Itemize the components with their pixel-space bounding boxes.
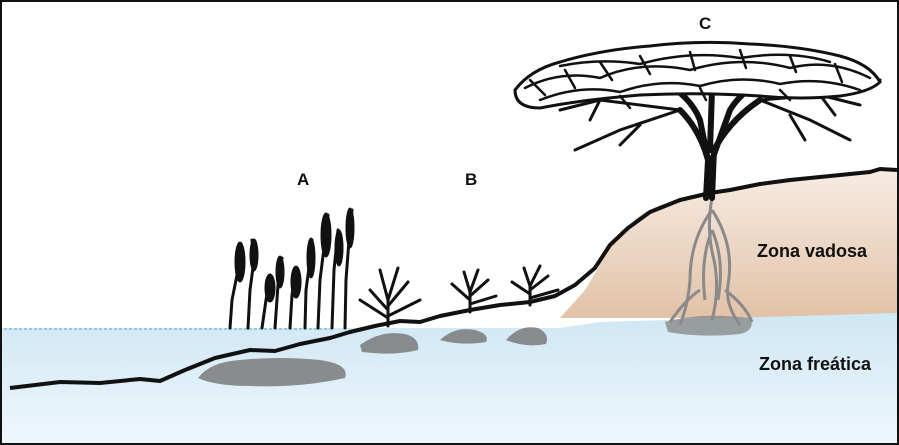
plant-a-label: A — [297, 170, 309, 190]
plant-c-label: C — [699, 14, 711, 34]
vadose-zone-label: Zona vadosa — [757, 241, 867, 262]
plant-b-label: B — [465, 170, 477, 190]
phreatic-zone-label: Zona freática — [759, 354, 871, 375]
